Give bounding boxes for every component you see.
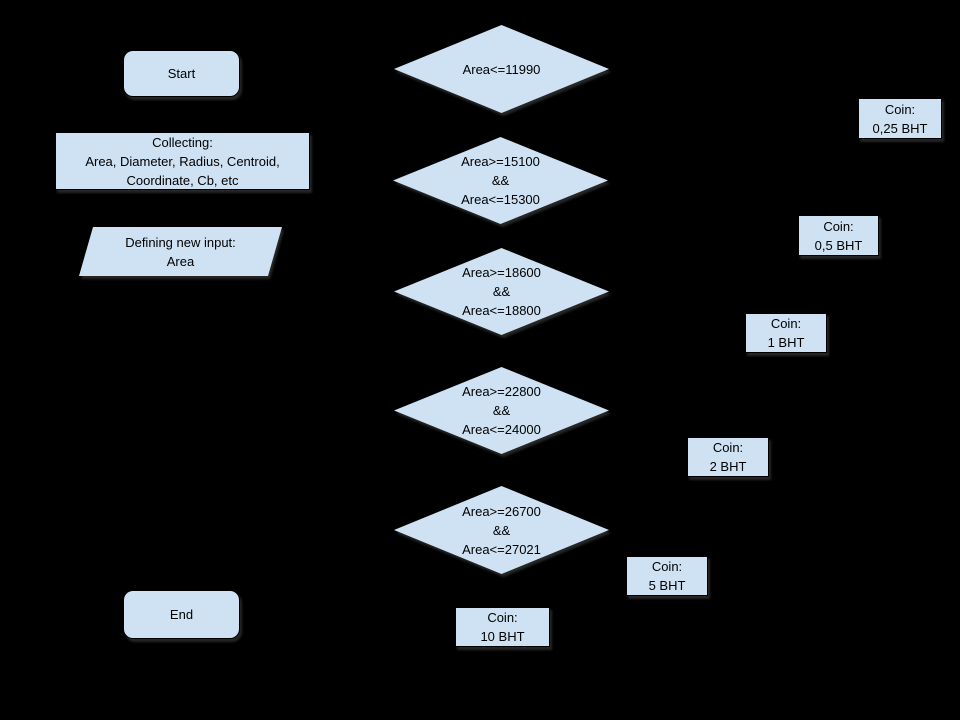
start-label: Start — [167, 66, 196, 81]
decision-operator: && — [492, 522, 511, 538]
coin-value: 1 BHT — [767, 335, 805, 350]
collecting-line: Area, Diameter, Radius, Centroid, — [85, 153, 280, 169]
coin-label: Coin: — [884, 101, 916, 117]
decision-condition: Area<=27021 — [462, 541, 541, 557]
decision-diamond-shape: Area>=22800 && Area<=24000 — [394, 367, 609, 454]
coin-value: 2 BHT — [709, 459, 747, 474]
coin-value: 10 BHT — [480, 629, 525, 644]
coin-value: 0,5 BHT — [814, 237, 863, 253]
decision-condition: Area<=11990 — [462, 61, 541, 77]
end-terminator: End — [123, 590, 240, 639]
coin-box-5-bht: Coin: 5 BHT — [626, 556, 708, 596]
decision-condition: Area>=22800 — [462, 384, 541, 399]
collecting-line: Collecting: — [152, 134, 213, 150]
decision-area-18600-18800: Area>=18600 && Area<=18800 — [394, 248, 609, 335]
coin-label: Coin: — [487, 610, 518, 625]
decision-condition: Area>=15100 — [461, 154, 540, 169]
coin-box-1-bht: Coin: 1 BHT — [745, 313, 827, 353]
decision-diamond-shape: Area<=11990 — [394, 25, 609, 113]
collecting-process: Collecting: Area, Diameter, Radius, Cent… — [55, 132, 310, 190]
coin-label: Coin: — [823, 218, 854, 234]
decision-condition: Area<=15300 — [461, 192, 540, 207]
decision-condition: Area>=18600 — [462, 265, 541, 280]
coin-label: Coin: — [770, 316, 802, 331]
coin-label: Coin: — [712, 440, 744, 455]
decision-area-26700-27021: Area>=26700 && Area<=27021 — [394, 486, 609, 574]
define-input-io-shape: Defining new input: Area — [79, 227, 282, 276]
coin-box-10-bht: Coin: 10 BHT — [455, 607, 550, 647]
decision-area-15100-15300: Area>=15100 && Area<=15300 — [393, 137, 608, 224]
end-label: End — [169, 607, 194, 622]
coin-box-2-bht: Coin: 2 BHT — [687, 437, 769, 477]
coin-box-0-5-bht: Coin: 0,5 BHT — [798, 215, 879, 256]
coin-value: 5 BHT — [648, 578, 686, 593]
coin-box-0-25-bht: Coin: 0,25 BHT — [858, 98, 942, 139]
decision-diamond-shape: Area>=18600 && Area<=18800 — [394, 248, 609, 335]
decision-operator: && — [491, 173, 510, 188]
decision-diamond-shape: Area>=15100 && Area<=15300 — [393, 137, 608, 224]
decision-area-11990: Area<=11990 — [394, 25, 609, 113]
decision-condition: Area<=18800 — [462, 303, 541, 318]
decision-operator: && — [492, 284, 511, 299]
define-input-line: Area — [166, 253, 195, 269]
coin-label: Coin: — [651, 559, 683, 574]
start-terminator: Start — [123, 50, 240, 97]
coin-value: 0,25 BHT — [872, 120, 928, 136]
decision-operator: && — [492, 403, 511, 418]
define-input-line: Defining new input: — [125, 234, 236, 250]
decision-condition: Area>=26700 — [462, 503, 541, 519]
decision-condition: Area<=24000 — [462, 422, 541, 437]
decision-area-22800-24000: Area>=22800 && Area<=24000 — [394, 367, 609, 454]
define-input-io: Defining new input: Area — [79, 227, 282, 276]
collecting-line: Coordinate, Cb, etc — [126, 172, 239, 188]
decision-diamond-shape: Area>=26700 && Area<=27021 — [394, 486, 609, 574]
